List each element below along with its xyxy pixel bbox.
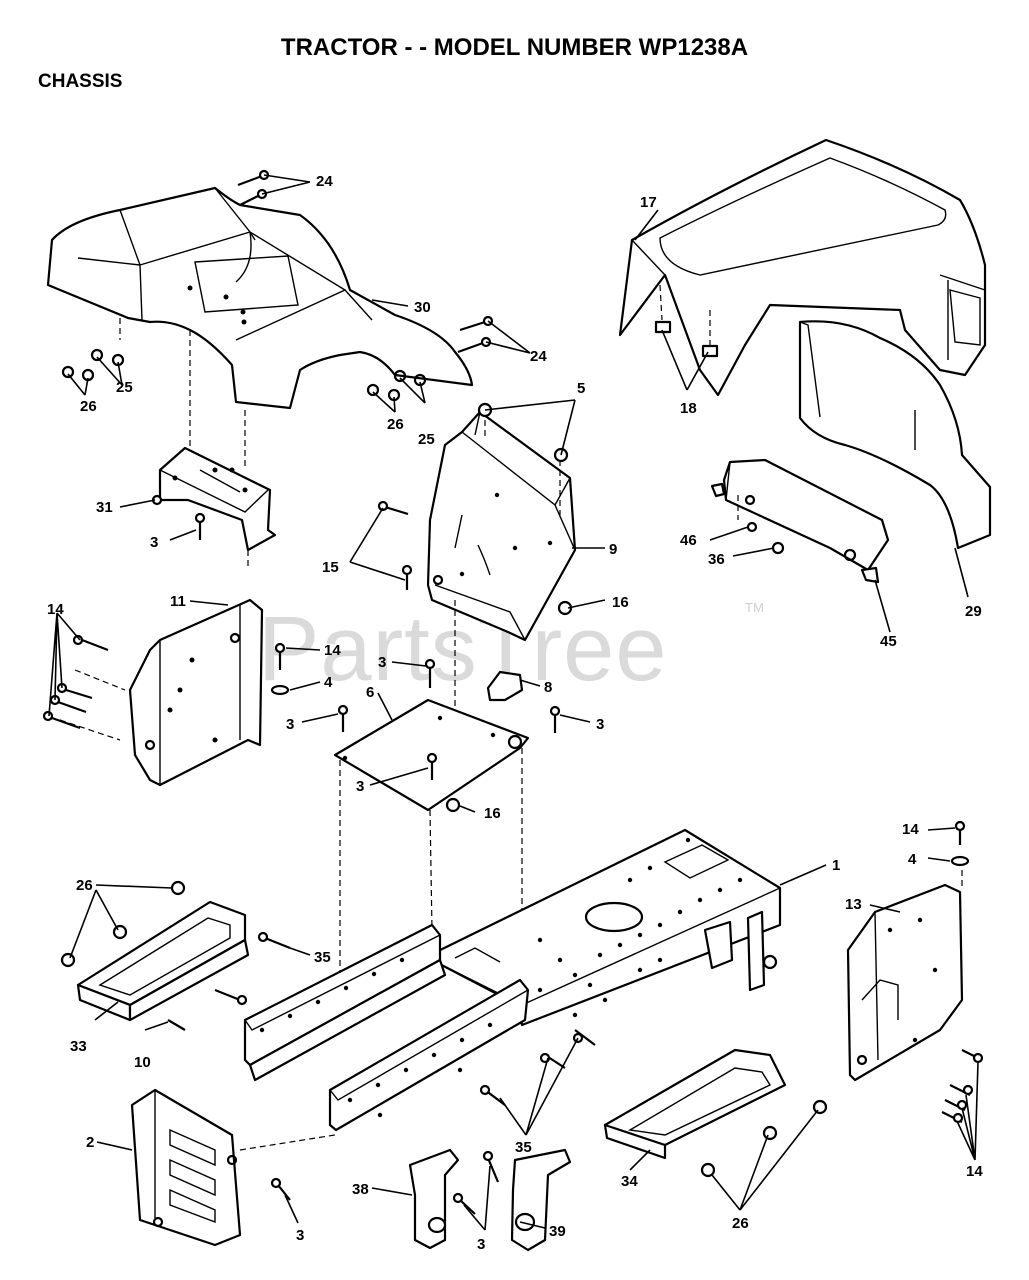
fastener-set [42, 169, 984, 1215]
callout-26: 26 [76, 877, 93, 894]
callout-26: 26 [732, 1215, 749, 1232]
callout-25: 25 [116, 379, 133, 396]
callout-16: 16 [484, 805, 501, 822]
callout-4: 4 [324, 674, 333, 691]
callout-15: 15 [322, 559, 339, 576]
callout-16: 16 [612, 594, 629, 611]
callout-45: 45 [880, 633, 897, 650]
callout-14: 14 [47, 601, 64, 618]
rear-fender-part-30 [46, 186, 474, 470]
callout-39: 39 [549, 1223, 566, 1240]
dash-panel-part-29 [798, 320, 992, 550]
callout-38: 38 [352, 1181, 369, 1198]
callout-6: 6 [366, 684, 374, 701]
callout-18: 18 [680, 400, 697, 417]
callout-14: 14 [902, 821, 919, 838]
callout-labels: 24 30 24 26 25 26 25 5 17 18 31 3 15 9 1… [47, 173, 983, 1253]
callout-46: 46 [680, 532, 697, 549]
callout-26: 26 [80, 398, 97, 415]
callout-11: 11 [170, 593, 186, 610]
bracket-part-39 [510, 1148, 572, 1252]
callout-1: 1 [832, 857, 840, 874]
callout-3: 3 [150, 534, 158, 551]
callout-14: 14 [324, 642, 341, 659]
callout-8: 8 [544, 679, 552, 696]
bracket-part-38 [408, 1148, 460, 1250]
callout-30: 30 [414, 299, 431, 316]
watermark-text: PartsTree [258, 598, 667, 700]
side-panel-part-13 [846, 870, 964, 1082]
callout-25: 25 [418, 431, 435, 448]
leader-lines [48, 174, 979, 1231]
callout-3: 3 [596, 716, 604, 733]
callout-3: 3 [378, 654, 386, 671]
callout-2: 2 [86, 1134, 94, 1151]
bracket-part-31 [151, 446, 277, 570]
callout-35: 35 [314, 949, 331, 966]
hood-part-17 [618, 138, 987, 397]
callout-24: 24 [316, 173, 333, 190]
watermark-tm: TM [745, 600, 764, 615]
dash-support-part-9 [426, 410, 577, 760]
bracket-part-45 [710, 458, 890, 584]
callout-17: 17 [640, 194, 657, 211]
callout-34: 34 [621, 1173, 638, 1190]
callout-29: 29 [965, 603, 982, 620]
callout-13: 13 [845, 896, 862, 913]
callout-33: 33 [70, 1038, 87, 1055]
main-frame-part-1 [243, 828, 782, 1132]
callout-3: 3 [296, 1227, 304, 1244]
clip-part-8 [486, 670, 524, 702]
callout-9: 9 [609, 541, 617, 558]
callout-4: 4 [908, 851, 917, 868]
footrest-part-33 [76, 900, 250, 1022]
callout-31: 31 [96, 499, 113, 516]
footrest-part-34 [603, 1048, 787, 1160]
page-title: TRACTOR - - MODEL NUMBER WP1238A [280, 34, 749, 61]
callout-35: 35 [515, 1139, 532, 1156]
callout-5: 5 [577, 380, 585, 397]
callout-26: 26 [387, 416, 404, 433]
callout-3: 3 [356, 778, 364, 795]
callout-24: 24 [530, 348, 547, 365]
side-bracket-part-2 [130, 1088, 336, 1247]
callout-36: 36 [708, 551, 725, 568]
callout-3: 3 [286, 716, 294, 733]
section-heading: CHASSIS [38, 71, 123, 92]
callout-3: 3 [477, 1236, 485, 1253]
callout-14: 14 [966, 1163, 983, 1180]
callout-10: 10 [134, 1054, 151, 1071]
side-panel-part-11 [59, 598, 264, 787]
